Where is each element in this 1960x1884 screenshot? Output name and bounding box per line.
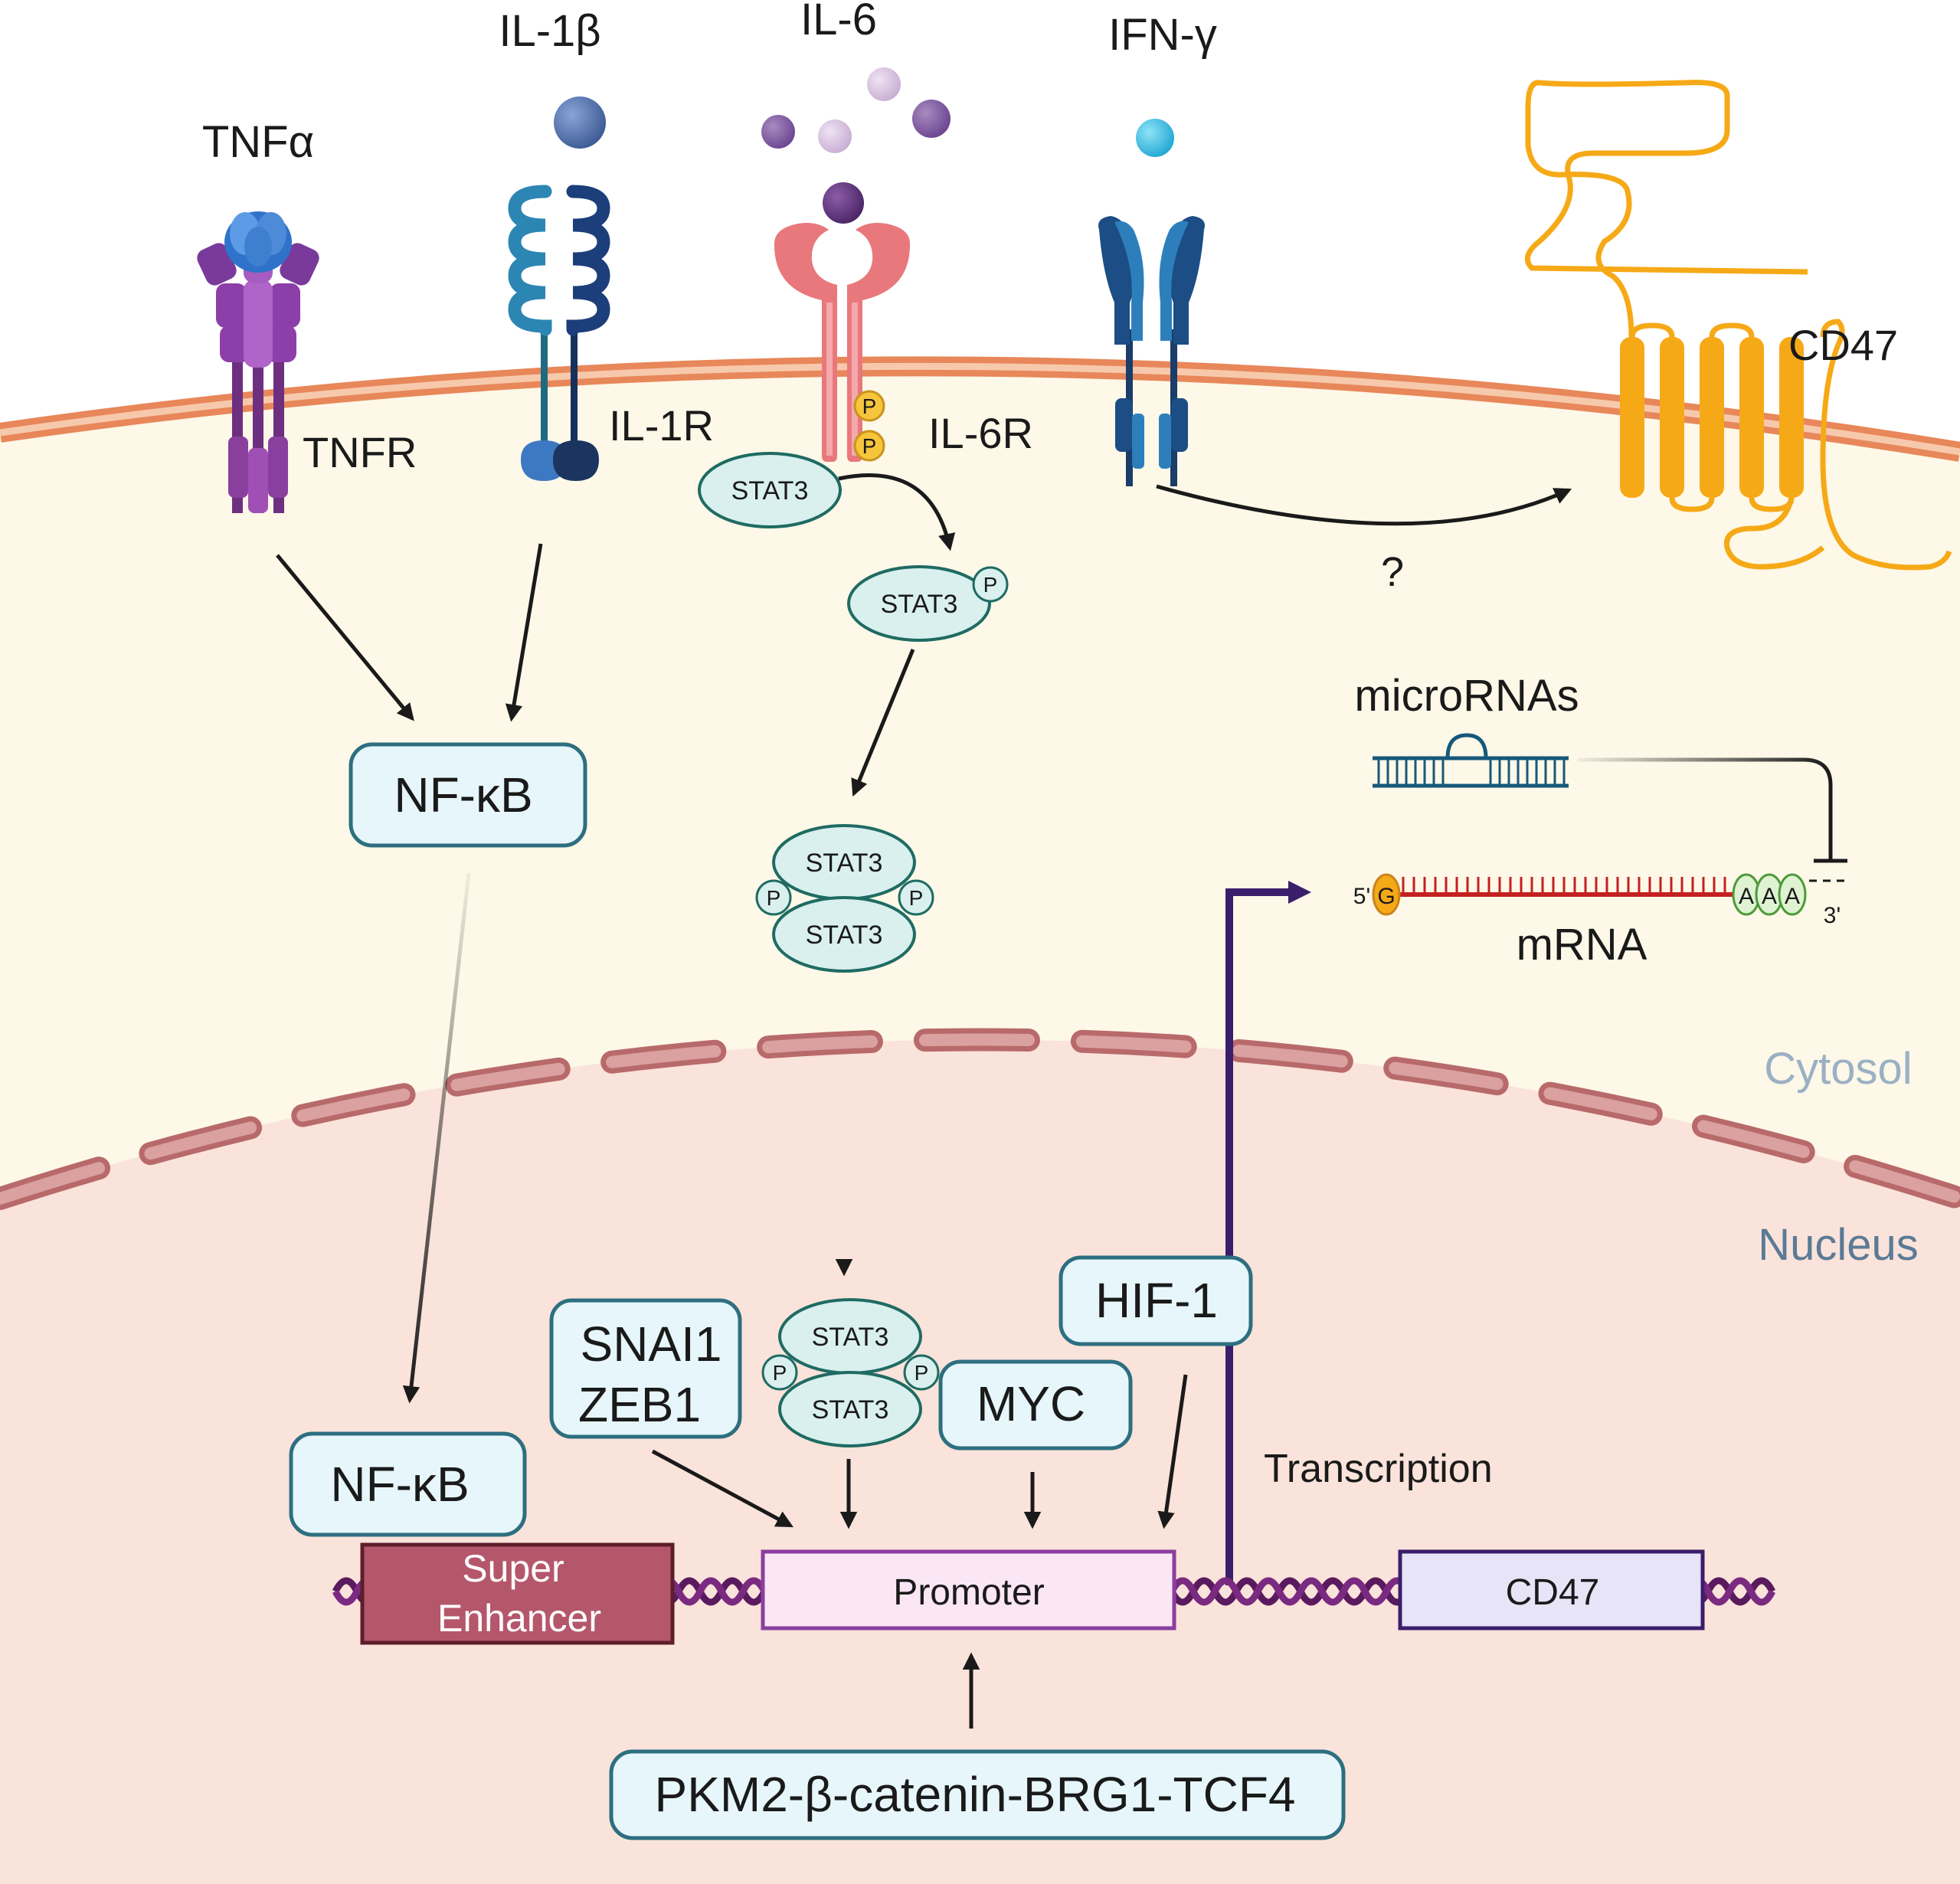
svg-text:NF-κB: NF-κB [394,767,532,823]
nfkb-translocation-arrow [402,872,471,1404]
svg-text:P: P [767,886,781,910]
transcription-arrow [1225,881,1311,1585]
transcription-label: Transcription [1264,1447,1493,1491]
il6-bound-ligand [823,182,864,224]
svg-text:MYC: MYC [977,1376,1085,1431]
cd47-gene-region: CD47 [1398,1549,1705,1631]
il6r-label: IL-6R [928,409,1033,457]
stat3-dimerization-arrow [851,649,915,797]
il6-ligand-group [761,67,951,224]
il1b-label: IL-1β [499,6,600,56]
unknown-mechanism-mark: ? [1381,549,1404,595]
ifng-ligand [1136,119,1174,157]
il6r-receptor [774,223,911,462]
cd47-protein-label: CD47 [1788,321,1898,369]
svg-text:G: G [1377,884,1395,909]
myc-box: MYC [938,1359,1133,1451]
il1r-receptor [508,185,610,481]
svg-text:ZEB1: ZEB1 [578,1377,701,1432]
il1b-ligand [554,96,606,149]
svg-text:Enhancer: Enhancer [437,1597,601,1640]
svg-text:P: P [915,1361,929,1385]
svg-text:STAT3: STAT3 [881,590,958,619]
il6r-phosphate-2: P [853,430,885,462]
stat3-phosphorylation-arrow [838,473,956,551]
svg-text:P: P [909,886,924,910]
hif1-to-promoter-arrow [1157,1374,1188,1529]
stat3-dimer-nucleus: STAT3 STAT3 P P [761,1298,940,1447]
nfkb-nucleus-box: NF-κB [289,1431,527,1537]
plasma-membrane [0,356,1960,462]
mrna-label: mRNA [1517,920,1648,970]
microrna-duplex [1373,733,1569,788]
il1r-to-nfkb-arrow [505,543,543,722]
il1r-label: IL-1R [609,401,714,450]
mrna-3prime-label: 3' [1824,903,1841,928]
tnfr-label: TNFR [303,428,417,476]
microrna-inhibition [1578,757,1847,863]
svg-text:P: P [773,1361,787,1385]
il6-label: IL-6 [800,0,877,44]
hif1-box: HIF-1 [1059,1255,1253,1346]
mrna-5prime-label: 5' [1353,884,1370,909]
stat3-monomer: STAT3 [698,452,842,528]
svg-text:Promoter: Promoter [893,1572,1044,1613]
svg-text:SNAI1: SNAI1 [581,1317,722,1372]
svg-text:HIF-1: HIF-1 [1095,1273,1218,1328]
svg-text:STAT3: STAT3 [812,1395,889,1424]
tnfa-trimer [224,211,292,273]
svg-text:STAT3: STAT3 [806,849,883,878]
mrna-polya-tail: A A A [1732,873,1807,916]
svg-text:Super: Super [462,1547,564,1590]
ifng-to-cd47-arrow [1156,484,1572,526]
svg-text:P: P [983,573,998,597]
nfkb-cytosol-box: NF-κB [348,742,587,848]
svg-text:A: A [1762,884,1777,909]
microrna-label: microRNAs [1354,671,1579,721]
stat3-dimer-cytosol: STAT3 STAT3 P P [755,824,934,973]
tnfr-to-nfkb-arrow [276,554,414,721]
cytosol-label: Cytosol [1764,1044,1912,1094]
stat3-phosphorylated: STAT3 P [847,565,1009,642]
nucleus-region [0,1039,1960,1884]
pkm2-complex-box: PKM2-β-catenin-BRG1-TCF4 [609,1749,1346,1840]
svg-text:PKM2-β-catenin-BRG1-TCF4: PKM2-β-catenin-BRG1-TCF4 [655,1767,1296,1822]
mrna-cap: G [1372,873,1401,916]
mrna-strand [1396,877,1846,897]
svg-text:NF-κB: NF-κB [330,1457,469,1512]
nucleus-label: Nucleus [1758,1220,1919,1270]
il6r-phosphate-1: P [853,390,885,422]
promoter-region: Promoter [761,1549,1176,1631]
snai1-zeb1-box: SNAI1 ZEB1 [549,1298,742,1439]
svg-text:P: P [862,434,877,458]
snai1-to-promoter-arrow [651,1449,793,1528]
tnfr-receptor [197,237,319,513]
super-enhancer-region: Super Enhancer [360,1542,675,1645]
svg-text:P: P [862,394,877,418]
ifngr-receptor [1098,216,1205,486]
ifng-label: IFN-γ [1108,10,1217,60]
cd47-protein [1524,80,1952,571]
svg-text:STAT3: STAT3 [806,921,883,950]
svg-text:STAT3: STAT3 [812,1323,889,1352]
svg-text:A: A [1739,884,1754,909]
svg-text:CD47: CD47 [1506,1572,1600,1613]
tnfa-label: TNFα [202,117,314,167]
svg-text:A: A [1785,884,1800,909]
svg-text:STAT3: STAT3 [731,476,809,505]
